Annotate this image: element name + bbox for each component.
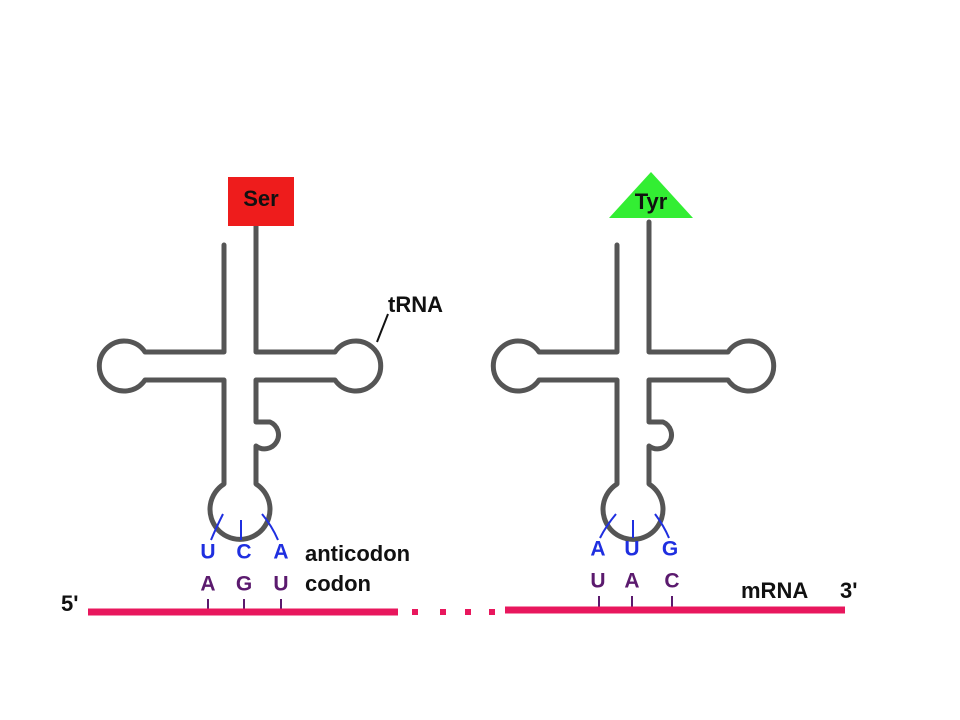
right-codon-base-1: U — [590, 570, 605, 593]
trna-right-body — [490, 219, 777, 542]
right-codon-base-3: C — [664, 570, 679, 593]
trna-right: Tyr A U G U A C — [490, 172, 777, 609]
left-anticodon-connector-3 — [261, 513, 279, 541]
ser-label: Ser — [243, 186, 279, 211]
right-anticodon-base-3: G — [662, 538, 678, 561]
five-prime-label: 5' — [61, 591, 78, 616]
left-codon-base-3: U — [273, 573, 288, 596]
mrna-gap-dot-3 — [465, 609, 471, 615]
right-anticodon-connector-3 — [654, 513, 670, 539]
trna-pointer-line — [376, 313, 389, 343]
mrna-strand — [88, 606, 845, 616]
left-anticodon-base-1: U — [200, 541, 215, 564]
left-codon-base-1: A — [200, 573, 215, 596]
mrna-gap-dot-4 — [489, 609, 495, 615]
left-codon-base-2: G — [236, 573, 252, 596]
right-codon-base-2: A — [624, 570, 639, 593]
left-anticodon-connector-1 — [210, 513, 224, 541]
right-anticodon-base-2: U — [624, 538, 639, 561]
trna-label: tRNA — [388, 292, 443, 317]
left-anticodon-base-2: C — [236, 541, 251, 564]
right-anticodon-base-1: A — [590, 538, 605, 561]
right-anticodon-connector-1 — [599, 513, 617, 539]
mrna-gap-dot-1 — [412, 609, 418, 615]
three-prime-label: 3' — [840, 578, 857, 603]
anticodon-label: anticodon — [305, 541, 410, 566]
mrna-gap-dot-2 — [440, 609, 446, 615]
codon-label: codon — [305, 571, 371, 596]
trna-left-body — [96, 222, 384, 542]
tyr-label: Tyr — [635, 189, 668, 214]
tyr-amino-acid-triangle — [609, 172, 693, 218]
left-anticodon-base-3: A — [273, 541, 288, 564]
mrna-label: mRNA — [741, 578, 808, 603]
ser-amino-acid-box — [228, 177, 294, 226]
